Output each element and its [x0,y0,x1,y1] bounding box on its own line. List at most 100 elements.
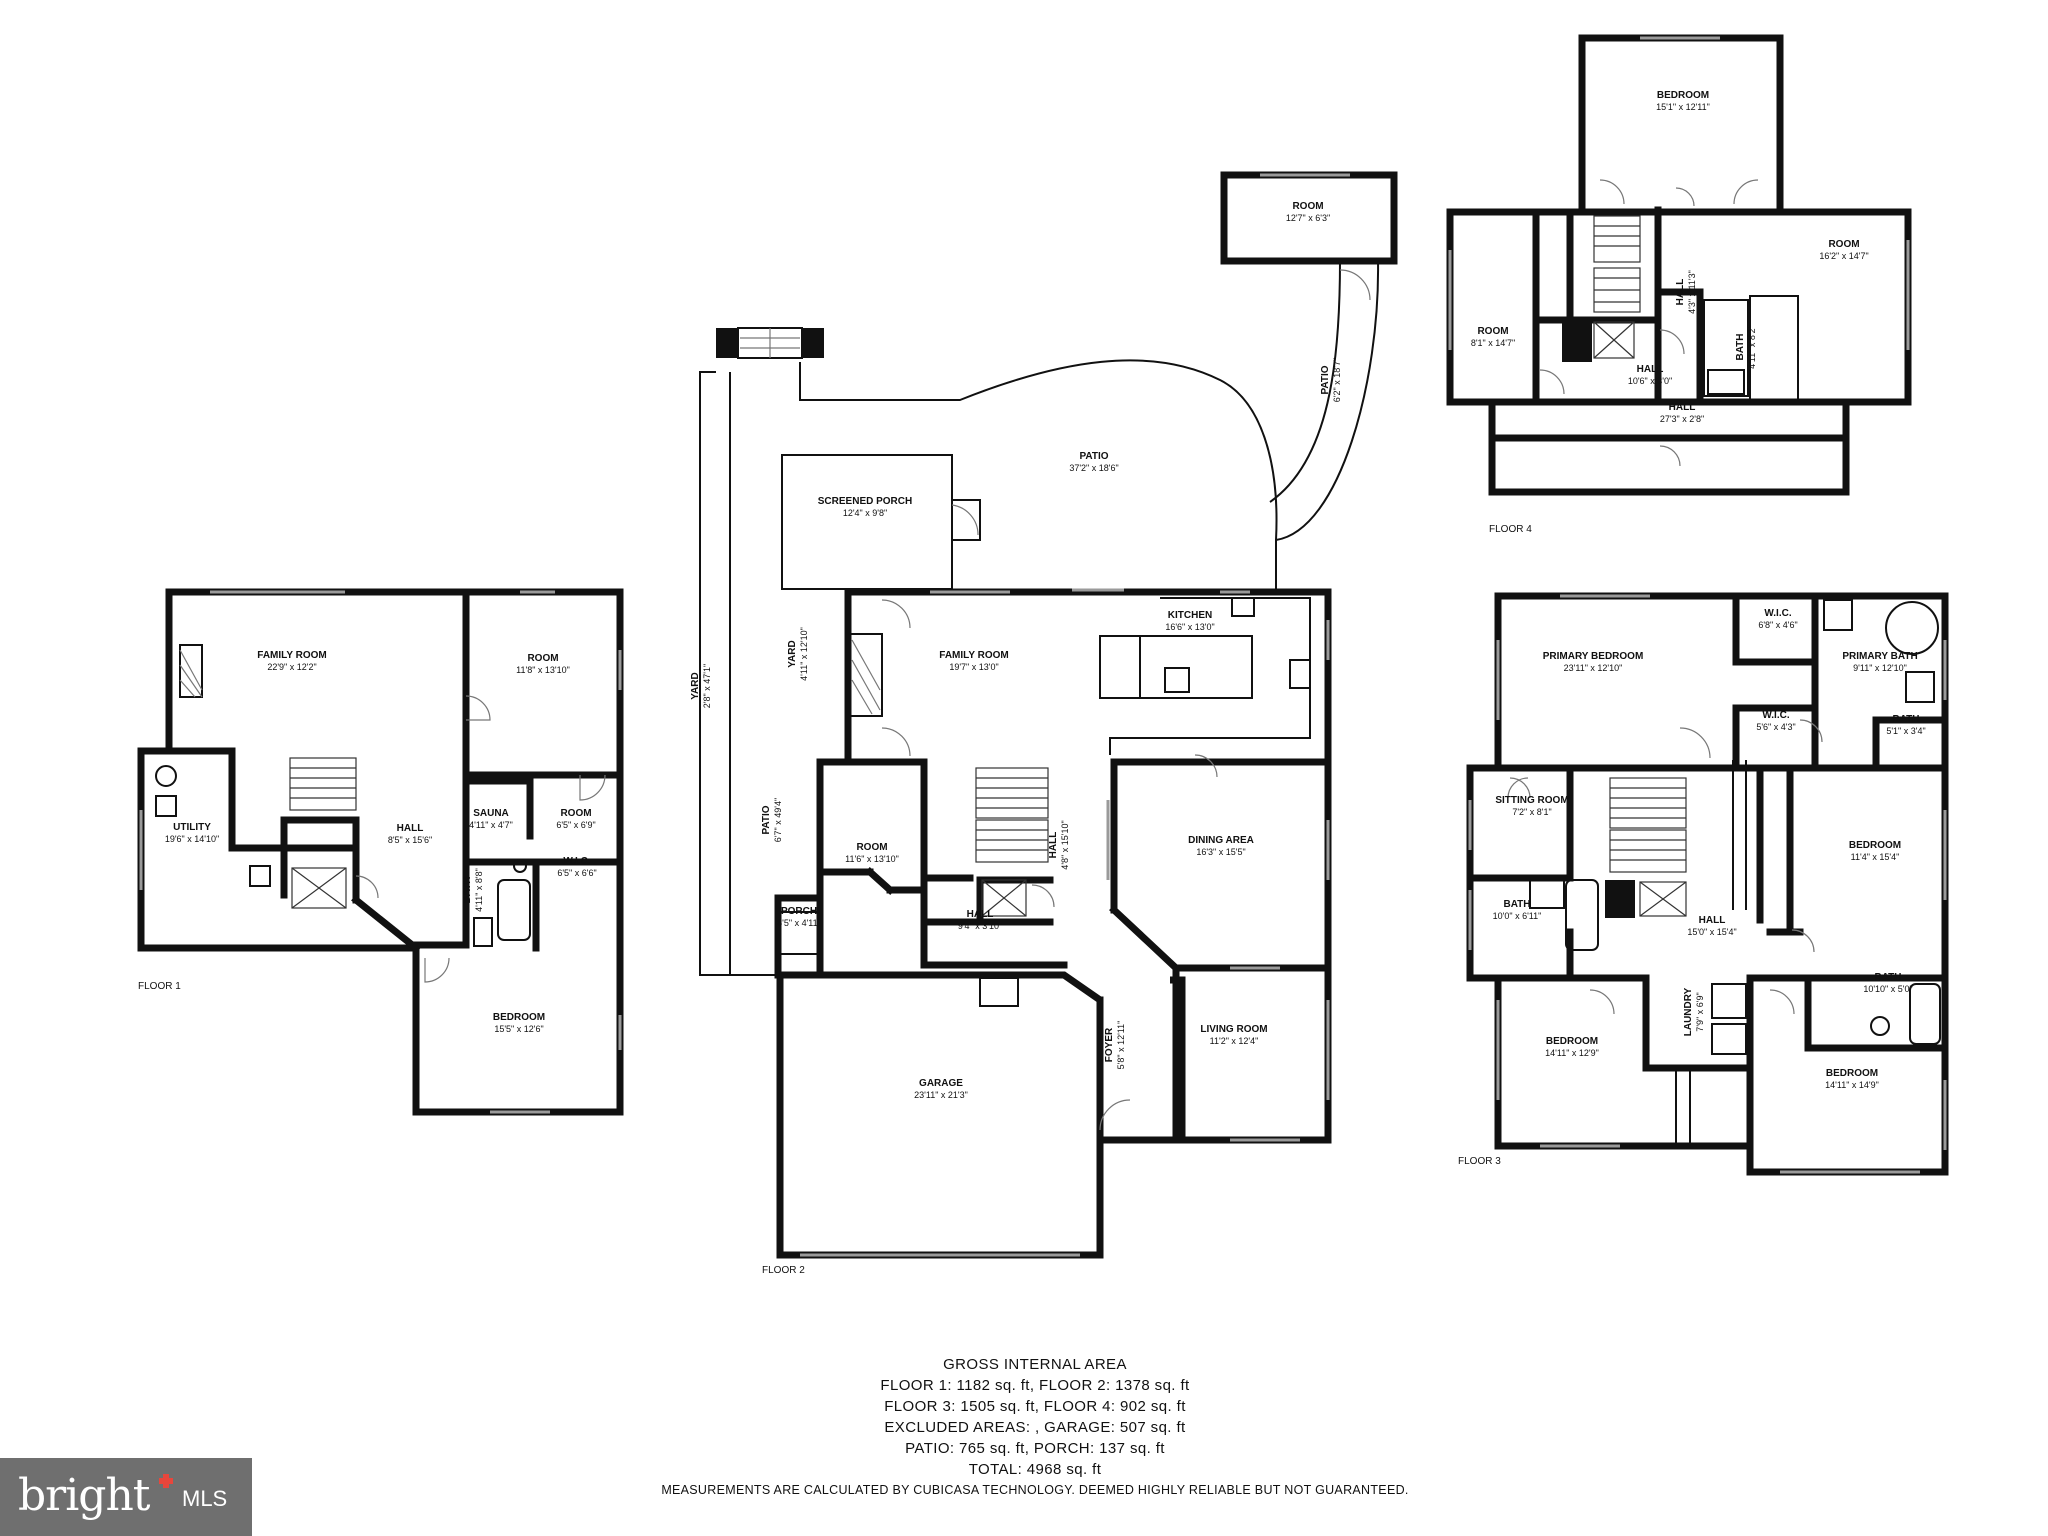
room-name: BATH [1874,972,1901,983]
room-name: PATIO [761,805,772,834]
room-dimensions: 16'6" x 13'0" [1165,622,1214,632]
room-name: ROOM [856,842,887,853]
floor-4-label: FLOOR 4 [1489,524,1532,535]
area-summary: GROSS INTERNAL AREA FLOOR 1: 1182 sq. ft… [560,1354,1510,1501]
logo-mls: MLS [182,1486,228,1511]
room-dimensions: 11'6" x 13'10" [845,854,899,864]
room-dimensions: 10'6" x 3'0" [1628,376,1672,386]
room-dimensions: 8'5" x 15'6" [388,835,432,845]
room-dimensions: 8'5" x 4'11" [777,918,821,928]
room-name: HALL [1048,832,1059,859]
room-name: HALL [967,909,994,920]
room-dimensions: 15'5" x 12'6" [494,1024,543,1034]
room-name: HALL [1637,364,1664,375]
room-dimensions: 16'3" x 15'5" [1196,847,1245,857]
room-dimensions: 6'5" x 6'9" [556,820,595,830]
room-name: ROOM [1828,239,1859,250]
room-name: W.I.C. [1762,710,1789,721]
room-label-floor1-wic: W.I.C.6'5" x 6'6" [557,856,596,878]
room-dimensions: 11'2" x 12'4" [1210,1036,1259,1046]
bright-mls-logo: bright MLS [0,1458,252,1536]
floor-4-plan [1446,34,1912,496]
summary-heading: GROSS INTERNAL AREA [943,1356,1127,1373]
room-dimensions: 4'11" x 12'10" [799,627,809,681]
room-dimensions: 4'11" x 8'2" [1747,325,1757,369]
room-name: DINING AREA [1188,835,1254,846]
logo-accent-icon [159,1474,173,1488]
room-dimensions: 19'7" x 13'0" [949,662,998,672]
room-name: ROOM [1292,201,1323,212]
floor-3-plan [1466,592,1949,1176]
room-dimensions: 7'9" x 6'9" [1695,992,1705,1031]
room-dimensions: 7'2" x 8'1" [1512,807,1551,817]
room-name: W.I.C. [563,856,590,867]
floor-1-plan [137,588,624,1116]
logo-brand: bright [18,1470,150,1521]
room-name: FAMILY ROOM [939,650,1008,661]
floor-3-label: FLOOR 3 [1458,1156,1501,1167]
room-dimensions: 5'6" x 4'3" [1756,722,1795,732]
room-name: KITCHEN [1168,610,1212,621]
room-dimensions: 6'5" x 6'6" [557,868,596,878]
room-name: YARD [787,640,798,667]
room-name: LAUNDRY [1683,987,1694,1036]
room-dimensions: 14'11" x 12'9" [1545,1048,1599,1058]
room-name: BEDROOM [1546,1036,1598,1047]
room-dimensions: 9'11" x 12'10" [1853,663,1907,673]
room-dimensions: 6'7" x 49'4" [773,798,783,842]
room-name: FOYER [1104,1027,1115,1062]
summary-line-3: EXCLUDED AREAS: , GARAGE: 507 sq. ft [884,1419,1186,1436]
room-dimensions: 9'4" x 3'10" [958,921,1002,931]
room-dimensions: 23'11" x 21'3" [914,1090,968,1100]
summary-line-4: PATIO: 765 sq. ft, PORCH: 137 sq. ft [905,1440,1165,1457]
room-name: ROOM [1477,326,1508,337]
room-name: ROOM [560,808,591,819]
room-name: PRIMARY BEDROOM [1543,651,1644,662]
room-dimensions: 10'10" x 5'0" [1863,984,1912,994]
summary-line-5: TOTAL: 4968 sq. ft [968,1461,1102,1478]
room-name: GARAGE [919,1078,963,1089]
room-dimensions: 2'8" x 47'1" [702,664,712,708]
summary-disclaimer: MEASUREMENTS ARE CALCULATED BY CUBICASA … [661,1483,1409,1497]
room-dimensions: 6'8" x 4'6" [1758,620,1797,630]
room-dimensions: 37'2" x 18'6" [1069,463,1118,473]
room-name: SAUNA [473,808,509,819]
room-name: BEDROOM [1826,1068,1878,1079]
room-dimensions: 23'11" x 12'10" [1564,663,1623,673]
room-name: BATH [1503,899,1530,910]
room-name: BATH [462,876,473,903]
room-dimensions: 10'0" x 6'11" [1493,911,1542,921]
room-name: W.I.C. [1764,608,1791,619]
room-dimensions: 4'11" x 8'8" [474,868,484,912]
